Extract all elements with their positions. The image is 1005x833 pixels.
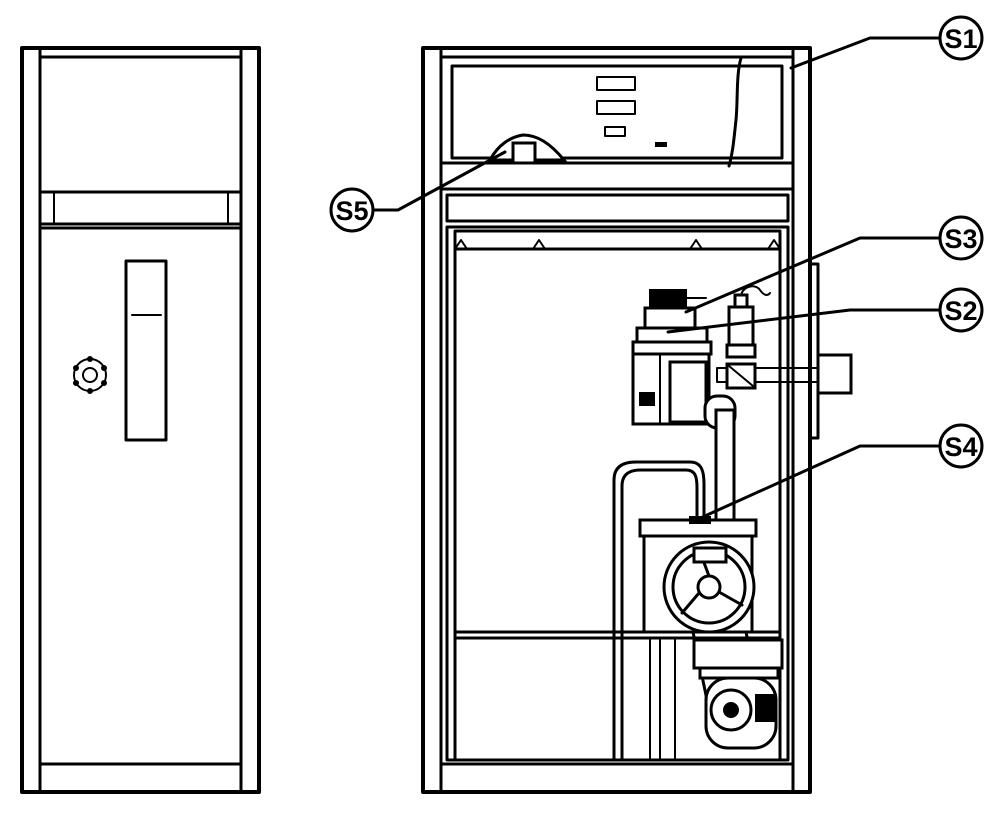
open-cabinet: [421, 46, 853, 794]
solenoid-base: [725, 343, 757, 359]
side-outlet-box: [816, 353, 853, 395]
callout-s5-label: S5: [335, 196, 368, 226]
leader-s2: [666, 308, 940, 334]
callout-s1: S1: [938, 15, 984, 61]
meter-side-chamber: [668, 360, 708, 424]
valve-body-cross: [728, 365, 754, 387]
callout-leaders: [373, 36, 940, 522]
outlet-pipe: [716, 367, 819, 383]
bracket-notch-4: [767, 239, 781, 250]
interior-bay: [445, 225, 790, 762]
door-handle-slot: [124, 259, 168, 442]
callout-s1-label: S1: [944, 24, 977, 54]
motor-terminal-box: [755, 694, 777, 722]
callout-s3-label: S3: [944, 224, 977, 254]
bracket-notch-1: [454, 239, 468, 250]
pump-unit: [638, 516, 758, 634]
meter-assembly: [631, 289, 713, 426]
callout-s4: S4: [938, 423, 984, 469]
open-cabinet-cross-band: [445, 193, 790, 223]
control-panel-housing: [439, 55, 795, 191]
closed-cabinet-divider-band: [38, 190, 243, 226]
closed-cabinet-door: [38, 226, 243, 766]
leader-s1: [789, 36, 940, 70]
leader-s3: [684, 236, 940, 314]
callout-s3: S3: [938, 215, 984, 261]
solenoid-wire: [740, 285, 771, 296]
solenoid-valve: [725, 285, 771, 390]
bypass-loop-inner: [620, 468, 699, 762]
meter-cover: [631, 340, 713, 356]
panel-indicator: [655, 142, 667, 147]
pulser-coil: [649, 289, 687, 309]
callout-s2-label: S2: [944, 296, 977, 326]
solenoid-coil: [727, 305, 755, 347]
closed-cabinet-top-panel: [38, 55, 243, 194]
display-window-2: [596, 100, 636, 115]
door-lock-knob: [73, 356, 107, 394]
closed-cabinet-outer-frame: [20, 46, 261, 794]
callout-s5: S5: [329, 187, 375, 233]
closed-cabinet: [20, 46, 261, 794]
pump-filter-cap: [692, 546, 728, 564]
control-panel-face: [450, 64, 784, 160]
bracket-notch-2: [532, 239, 546, 250]
solenoid-cap: [733, 293, 749, 309]
bracket-notch-3: [689, 239, 703, 250]
motor: [692, 638, 784, 750]
display-window-3: [604, 126, 626, 137]
callout-s2: S2: [938, 287, 984, 333]
top-rail-bracket: [453, 229, 782, 251]
bypass-loop-outer: [612, 460, 706, 762]
motor-mount-plate: [692, 638, 784, 670]
leader-s5: [373, 150, 507, 212]
motor-shaft: [723, 702, 739, 718]
panel-cable: [727, 56, 743, 168]
nozzle-grip: [511, 141, 537, 165]
display-window-1: [596, 76, 636, 91]
meter-drain-plug: [639, 392, 655, 406]
leader-s4: [694, 444, 940, 522]
side-hose-bracket: [808, 262, 820, 440]
callout-s4-label: S4: [944, 432, 977, 462]
